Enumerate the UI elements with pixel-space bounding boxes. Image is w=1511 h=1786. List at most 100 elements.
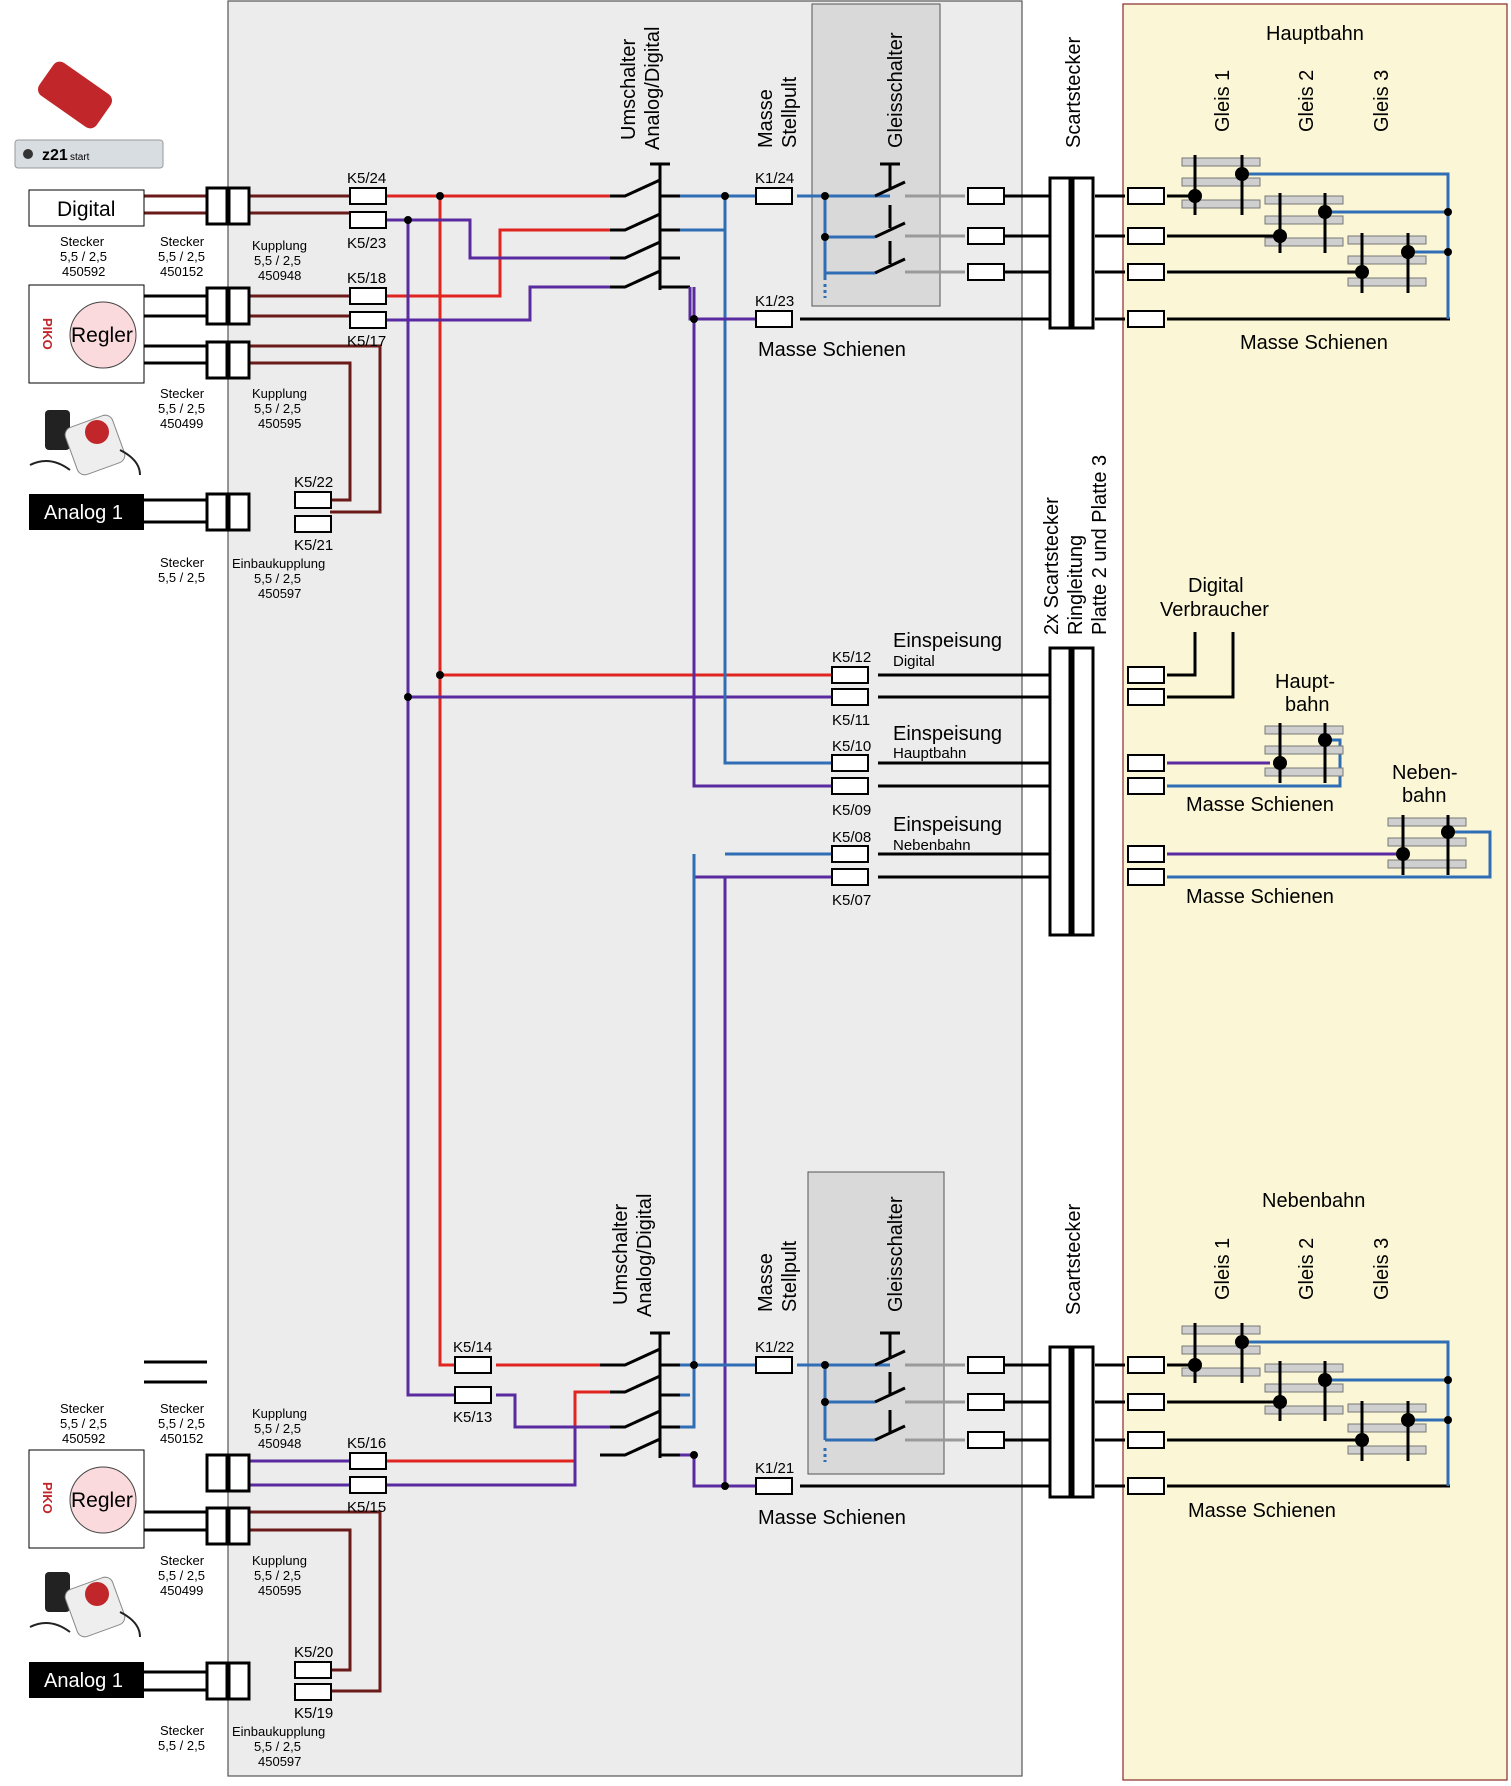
einspeisung-2: Einspeisung [893, 723, 1002, 745]
stecker1-line0: Stecker [60, 234, 105, 249]
stecker3-line0: Stecker [160, 386, 205, 401]
transformer-bottom [29, 1572, 141, 1638]
einbau-line2: 450597 [258, 586, 301, 601]
b-kupplung2-line2: 450595 [258, 1583, 301, 1598]
analog-box-bottom [29, 1662, 144, 1698]
stecker2-line0: Stecker [160, 234, 205, 249]
piko-label-bottom: PIKO [40, 1482, 55, 1514]
digital-label: Digital [57, 198, 115, 221]
stecker3-line1: 5,5 / 2,5 [158, 401, 205, 416]
b-umschalter-line1: Analog/Digital [634, 1194, 656, 1317]
b-kupplung2-line0: Kupplung [252, 1553, 307, 1568]
b-stecker2-line2: 450152 [160, 1431, 203, 1446]
stecker2-line2: 450152 [160, 264, 203, 279]
stecker4-line0: Stecker [160, 555, 205, 570]
umschalter-top [610, 162, 690, 290]
b-masse-stellpult-line1: Stellpult [779, 1240, 801, 1312]
masse-stellpult-line1: Stellpult [779, 76, 801, 148]
b-einbau-line0: Einbaukupplung [232, 1724, 325, 1739]
b-masse-schienen-label: Masse Schienen [758, 1507, 906, 1529]
umschalter-line0: Umschalter [618, 39, 640, 140]
nebenbahn-title: Nebenbahn [1262, 1190, 1365, 1212]
b-stecker1-line1: 5,5 / 2,5 [60, 1416, 107, 1431]
masse-schienen-label: Masse Schienen [758, 339, 906, 361]
z21-device: z21 start [14, 61, 164, 169]
stecker1-line2: 450592 [62, 264, 105, 279]
terminal-label: K5/08 [832, 829, 871, 846]
gleisschalter-box-top [811, 3, 941, 307]
regler-label-bottom: Regler [71, 1489, 133, 1512]
tracks [1181, 155, 1467, 1486]
z21-label: z21 [42, 147, 68, 164]
b-einbau-line2: 450597 [258, 1754, 301, 1769]
middle-wires [692, 632, 1492, 1486]
masse-schienen-right-top: Masse Schienen [1240, 332, 1388, 354]
b-umschalter-line0: Umschalter [610, 1204, 632, 1305]
terminal-label: K5/24 [347, 170, 386, 187]
regler-device-top: Regler PIKO [28, 284, 145, 384]
b-stecker2-line0: Stecker [160, 1401, 205, 1416]
kupplung1-line2: 450948 [258, 268, 301, 283]
scart-mid-line2: Platte 2 und Platte 3 [1089, 455, 1111, 635]
b-masse-stellpult-line0: Masse [755, 1253, 777, 1312]
terminal-label: K1/23 [755, 293, 794, 310]
b-kupplung1-line1: 5,5 / 2,5 [254, 1421, 301, 1436]
labels-top: Stecker 5,5 / 2,5 450592 Stecker 5,5 / 2… [60, 27, 1085, 601]
terminal-label: K5/17 [347, 333, 386, 350]
b-kupplung1-line2: 450948 [258, 1436, 301, 1451]
terminal-label: K5/15 [347, 1499, 386, 1516]
b-stecker3-line1: 5,5 / 2,5 [158, 1568, 205, 1583]
einspeisung-sub-2: Hauptbahn [893, 745, 966, 762]
terminal-label: K5/10 [832, 738, 871, 755]
gleis1-bottom: Gleis 1 [1212, 1238, 1234, 1300]
couplers [205, 186, 251, 1701]
umschalter-line1: Analog/Digital [642, 27, 664, 150]
kupplung1-line1: 5,5 / 2,5 [254, 253, 301, 268]
digital-box [28, 189, 145, 227]
terminal-label: K5/20 [294, 1644, 333, 1661]
einspeisung-1: Einspeisung [893, 630, 1002, 652]
b-stecker1-line2: 450592 [62, 1431, 105, 1446]
terminal-label: K5/07 [832, 892, 871, 909]
masse-schienen-haupt: Masse Schienen [1186, 794, 1334, 816]
b-stecker4-line0: Stecker [160, 1723, 205, 1738]
black-wires-top [800, 194, 1450, 321]
gleisschalter-label-bottom: Gleisschalter [885, 1196, 907, 1312]
masse-schienen-neben: Masse Schienen [1186, 886, 1334, 908]
stecker1-line1: 5,5 / 2,5 [60, 249, 107, 264]
einbau-line0: Einbaukupplung [232, 556, 325, 571]
junction-dots [404, 192, 829, 1490]
stecker4-line1: 5,5 / 2,5 [158, 570, 205, 585]
einspeisung-3: Einspeisung [893, 814, 1002, 836]
stecker2-line1: 5,5 / 2,5 [158, 249, 205, 264]
gleisschalter-contacts-top [874, 162, 906, 275]
terminal-label: K5/12 [832, 649, 871, 666]
terminal-label: K5/18 [347, 270, 386, 287]
analog-box-top [29, 494, 144, 530]
b-stecker4-line1: 5,5 / 2,5 [158, 1738, 205, 1753]
b-stecker2-line1: 5,5 / 2,5 [158, 1416, 205, 1431]
transformer-top [29, 410, 141, 476]
scartstecker-label-bottom: Scartstecker [1063, 1204, 1085, 1315]
gleisschalter-contacts-bottom [874, 1331, 906, 1442]
analog-label-top: Analog 1 [44, 502, 123, 524]
einspeisung-sub-3: Nebenbahn [893, 837, 971, 854]
b-stecker3-line2: 450499 [160, 1583, 203, 1598]
terminal-label: K5/23 [347, 235, 386, 252]
gleis2-top: Gleis 2 [1296, 70, 1318, 132]
haupt-bahn-1: bahn [1285, 694, 1330, 716]
terminal-label: K5/09 [832, 802, 871, 819]
b-stecker1-line0: Stecker [60, 1401, 105, 1416]
track-panel [1122, 3, 1508, 1781]
terminal-label: K5/13 [453, 1409, 492, 1426]
terminal-label: K1/22 [755, 1339, 794, 1356]
terminal-label: K5/14 [453, 1339, 492, 1356]
kupplung2-line0: Kupplung [252, 386, 307, 401]
kupplung2-line2: 450595 [258, 416, 301, 431]
terminal-blocks [294, 187, 1165, 1701]
terminal-label: K5/16 [347, 1435, 386, 1452]
neben-bahn-1: bahn [1402, 785, 1447, 807]
labels-right: Hauptbahn Gleis 1 Gleis 2 Gleis 3 Masse … [1160, 23, 1458, 1522]
digital-verbraucher-1: Verbraucher [1160, 599, 1269, 621]
